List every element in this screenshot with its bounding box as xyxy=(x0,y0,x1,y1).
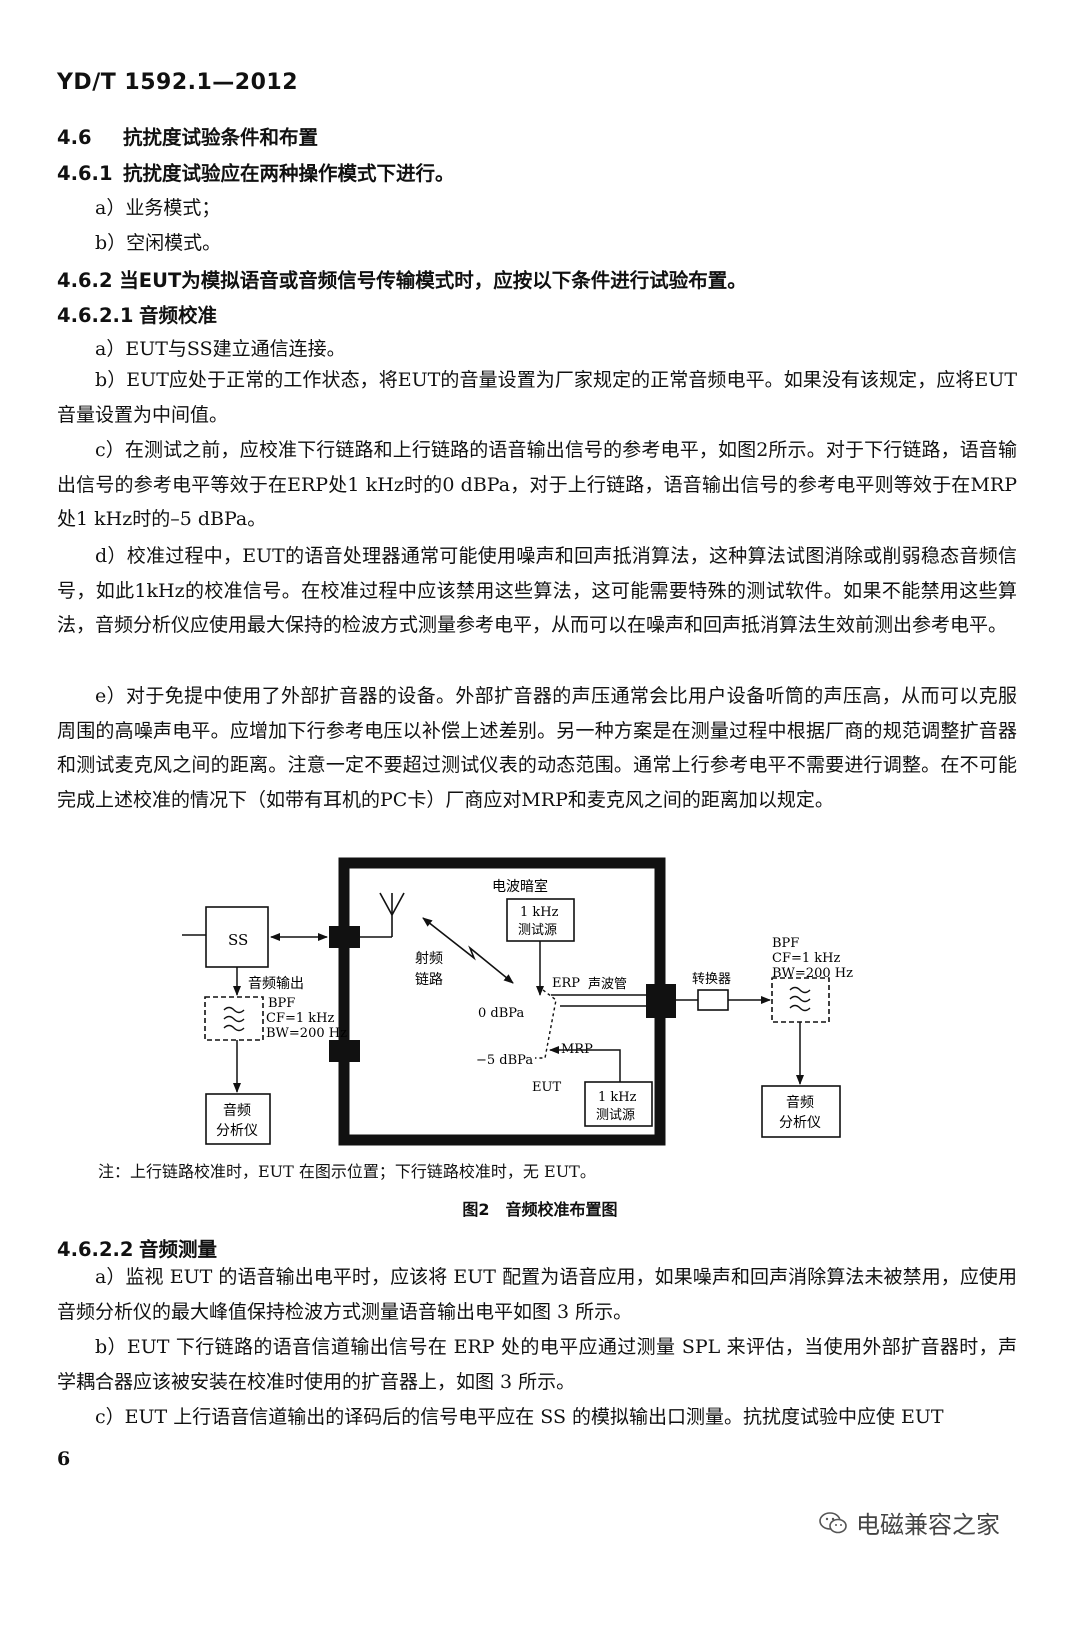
wechat-icon xyxy=(819,1511,847,1533)
filter-icon xyxy=(789,986,811,1012)
analyzer-left-label-1: 音频 xyxy=(223,1102,251,1119)
test-source-bottom-label-2: 测试源 xyxy=(596,1108,635,1123)
filter-icon xyxy=(223,1006,245,1032)
antenna-icon xyxy=(360,892,405,938)
rf-link-label-1: 射频 xyxy=(415,951,443,967)
converter-box xyxy=(697,989,729,1011)
watermark-text: 电磁兼容之家 xyxy=(856,1511,1000,1539)
audio-output-label: 音频输出 xyxy=(248,975,304,992)
bpf-left-label: BPF xyxy=(268,996,295,1011)
eut-outline xyxy=(535,989,557,1059)
test-source-top-label-1: 1 kHz xyxy=(520,905,559,920)
section-number: 4.6.2.2 xyxy=(57,1238,134,1261)
section-number: 4.6.2.1 xyxy=(57,304,134,327)
test-source-top-box xyxy=(506,898,575,942)
converter-label: 转换器 xyxy=(692,972,731,987)
analyzer-left-box xyxy=(205,1093,271,1145)
section-number: 4.6.1 xyxy=(57,162,113,185)
section-title: 音频校准 xyxy=(139,304,218,327)
rf-link-zigzag xyxy=(422,917,514,984)
document-header: YD/T 1592.1—2012 xyxy=(57,70,299,95)
minus5-dbpa-label: −5 dBPa xyxy=(476,1053,533,1068)
chamber-label: 电波暗室 xyxy=(492,878,548,895)
ss-label: SS xyxy=(228,931,248,949)
paragraph-a: a）EUT与SS建立通信连接。 xyxy=(95,338,346,360)
feedthrough-right xyxy=(646,984,676,1018)
rf-link-label-2: 链路 xyxy=(415,972,443,988)
bpf-right-label: BPF xyxy=(772,936,799,951)
analyzer-right-box xyxy=(761,1085,841,1138)
acoustic-tube-label: 声波管 xyxy=(588,977,627,992)
list-item: a）业务模式； xyxy=(95,197,221,219)
calibration-diagram: 电波暗室 SS 音频输出 BPF CF=1 kHz BW=200 Hz 音频 分… xyxy=(182,857,853,1146)
paragraph-b: b）EUT应处于正常的工作状态，将EUT的音量设置为厂家规定的正常音频电平。如果… xyxy=(57,369,1017,426)
section-number: 4.6 xyxy=(57,126,92,149)
page-number: 6 xyxy=(57,1448,71,1470)
section-4-6-1-heading: 4.6.1 抗扰度试验应在两种操作模式下进行。 xyxy=(57,157,455,186)
list-item: b）空闲模式。 xyxy=(95,232,222,254)
test-source-bottom-box xyxy=(584,1081,653,1127)
analyzer-right-label-1: 音频 xyxy=(786,1094,814,1111)
section-title: 音频测量 xyxy=(139,1238,218,1261)
test-source-top-label-2: 测试源 xyxy=(518,923,557,938)
test-source-bottom-label-1: 1 kHz xyxy=(598,1090,637,1105)
analyzer-right-label-2: 分析仪 xyxy=(779,1115,821,1131)
watermark: 电磁兼容之家 xyxy=(818,1505,1000,1540)
figure-caption: 图2 音频校准布置图 xyxy=(462,1200,618,1219)
paragraph-c-measure: c）EUT 上行语音信道输出的译码后的信号电平应在 SS 的模拟输出口测量。抗扰… xyxy=(95,1406,944,1428)
figure-note: 注：上行链路校准时，EUT 在图示位置；下行链路校准时，无 EUT。 xyxy=(98,1162,596,1181)
erp-label: ERP xyxy=(552,976,580,991)
paragraph-b-measure: b）EUT 下行链路的语音信道输出信号在 ERP 处的电平应通过测量 SPL 来… xyxy=(57,1336,1017,1393)
bpf-right-cf: CF=1 kHz xyxy=(772,951,840,966)
paragraph-c: c）在测试之前，应校准下行链路和上行链路的语音输出信号的参考电平，如图2所示。对… xyxy=(57,439,1017,531)
paragraph-d: d）校准过程中，EUT的语音处理器通常可能使用噪声和回声抵消算法，这种算法试图消… xyxy=(57,545,1017,637)
analyzer-left-label-2: 分析仪 xyxy=(216,1123,258,1139)
bpf-left-cf: CF=1 kHz xyxy=(266,1011,334,1026)
section-title: 抗扰度试验条件和布置 xyxy=(123,126,319,149)
eut-label: EUT xyxy=(532,1080,561,1095)
bpf-left-bw: BW=200 Hz xyxy=(266,1026,347,1041)
paragraph-a-measure: a）监视 EUT 的语音输出电平时，应该将 EUT 配置为语音应用，如果噪声和回… xyxy=(57,1266,1017,1323)
feedthrough-left-lower xyxy=(329,1040,360,1062)
zero-dbpa-label: 0 dBPa xyxy=(478,1006,524,1021)
ss-box xyxy=(205,906,269,968)
section-4-6-heading: 4.6 抗扰度试验条件和布置 xyxy=(57,121,318,150)
paragraph-e: e）对于免提中使用了外部扩音器的设备。外部扩音器的声压通常会比用户设备听筒的声压… xyxy=(57,685,1017,811)
section-title: 抗扰度试验应在两种操作模式下进行。 xyxy=(123,162,455,185)
feedthrough-left xyxy=(329,926,360,948)
mrp-source-line xyxy=(549,1046,621,1082)
section-4-6-2-heading: 4.6.2 当EUT为模拟语音或音频信号传输模式时，应按以下条件进行试验布置。 xyxy=(57,269,747,292)
